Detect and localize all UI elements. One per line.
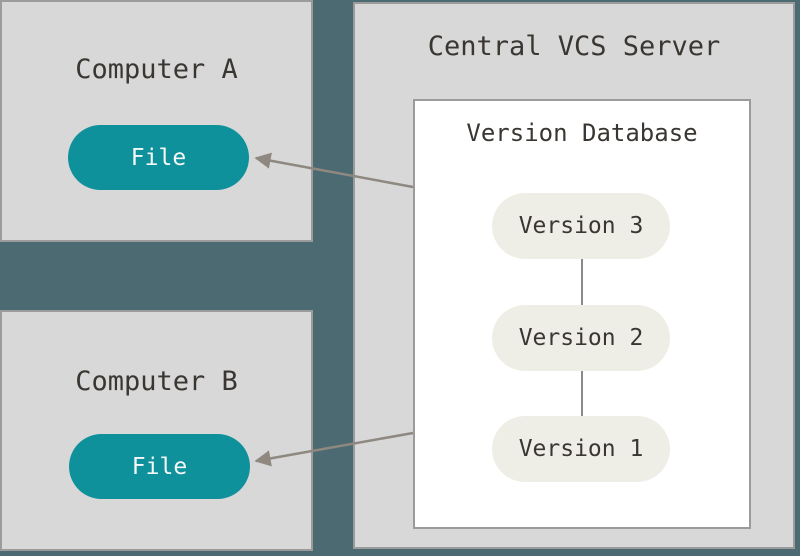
version-3-label: Version 3 <box>518 213 644 239</box>
version-2-node: Version 2 <box>492 305 670 371</box>
computer-b-box: Computer B File <box>0 310 313 551</box>
computer-a-title: Computer A <box>75 54 238 85</box>
version-database-title: Version Database <box>466 119 698 147</box>
computer-a-file-node: File <box>68 125 249 190</box>
version-3-node: Version 3 <box>492 193 670 259</box>
central-vcs-server-box: Central VCS Server Version Database Vers… <box>353 2 795 549</box>
central-vcs-server-title: Central VCS Server <box>427 31 721 62</box>
computer-b-file-label: File <box>131 453 188 480</box>
connector-version3-version2 <box>581 259 583 305</box>
version-database-box: Version Database Version 3 Version 2 Ver… <box>413 99 751 529</box>
computer-a-box: Computer A File <box>0 0 313 242</box>
computer-a-file-label: File <box>130 144 187 171</box>
version-1-node: Version 1 <box>492 416 670 482</box>
computer-b-file-node: File <box>69 434 250 499</box>
connector-version2-version1 <box>581 371 583 416</box>
computer-b-title: Computer B <box>75 366 238 397</box>
version-1-label: Version 1 <box>518 436 644 462</box>
version-2-label: Version 2 <box>518 325 644 351</box>
